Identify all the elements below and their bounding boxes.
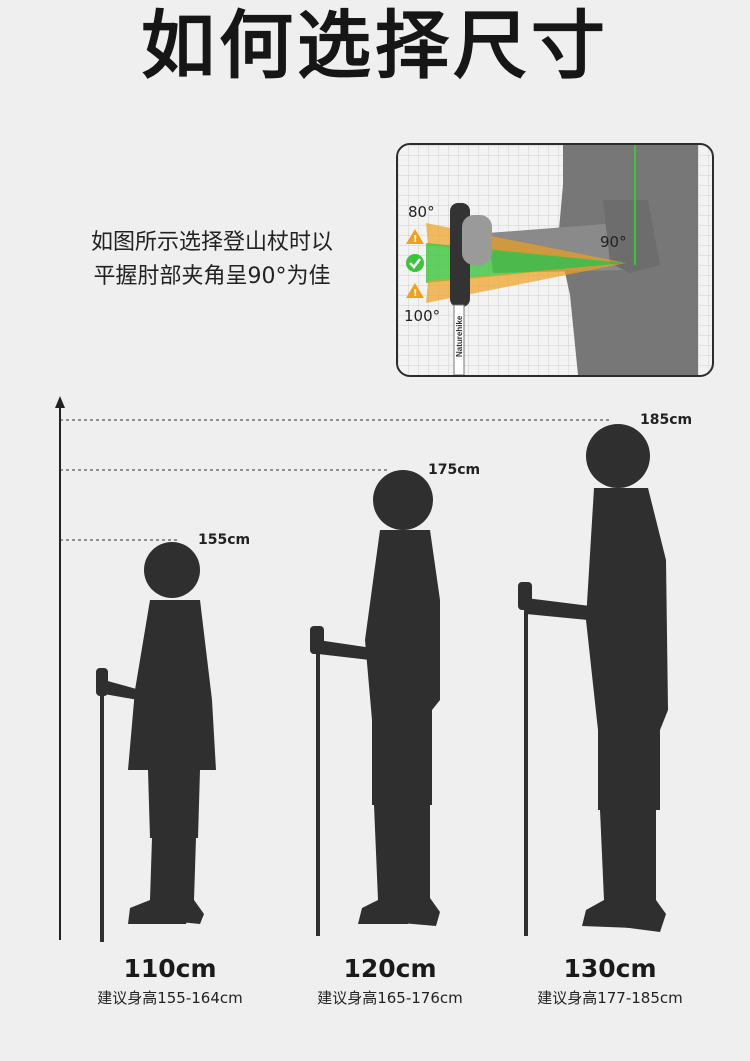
pole-length: 130cm	[563, 954, 657, 983]
recommended-height: 建议身高165-176cm	[317, 989, 463, 1007]
elbow-angle-diagram: Naturehike ! ! 80° 90° 100°	[396, 143, 714, 377]
pole-length: 110cm	[123, 954, 217, 983]
recommended-height: 建议身高155-164cm	[97, 989, 243, 1007]
height-label-155: 155cm	[198, 532, 251, 548]
height-label-185: 185cm	[640, 412, 693, 428]
axis-arrow-icon	[55, 396, 65, 408]
pole-grip: Naturehike	[450, 203, 492, 375]
intro-line-1: 如图所示选择登山杖时以	[90, 230, 333, 255]
intro-text: 如图所示选择登山杖时以 平握肘部夹角呈90°为佳	[62, 226, 362, 294]
size-option-110: 110cm 建议身高155-164cm	[60, 952, 280, 1010]
size-option-130: 130cm 建议身高177-185cm	[500, 952, 720, 1010]
recommended-height: 建议身高177-185cm	[537, 989, 683, 1007]
check-icon	[406, 254, 424, 272]
intro-line-2: 平握肘部夹角呈90°为佳	[93, 264, 331, 289]
person-silhouette-medium	[310, 470, 440, 936]
person-silhouette-large	[518, 424, 668, 936]
size-option-120: 120cm 建议身高165-176cm	[280, 952, 500, 1010]
page-title: 如何选择尺寸	[141, 3, 609, 89]
angle-100-label: 100°	[404, 307, 440, 325]
pole-length: 120cm	[343, 954, 437, 983]
person-silhouette-small	[96, 542, 216, 942]
angle-90-label: 90°	[600, 233, 627, 251]
svg-text:!: !	[413, 288, 418, 299]
svg-text:!: !	[413, 234, 418, 245]
warning-icon: !	[406, 229, 424, 245]
angle-80-label: 80°	[408, 203, 435, 221]
pole-brand-text: Naturehike	[455, 315, 464, 357]
height-label-175: 175cm	[428, 462, 481, 478]
warning-icon: !	[406, 283, 424, 299]
